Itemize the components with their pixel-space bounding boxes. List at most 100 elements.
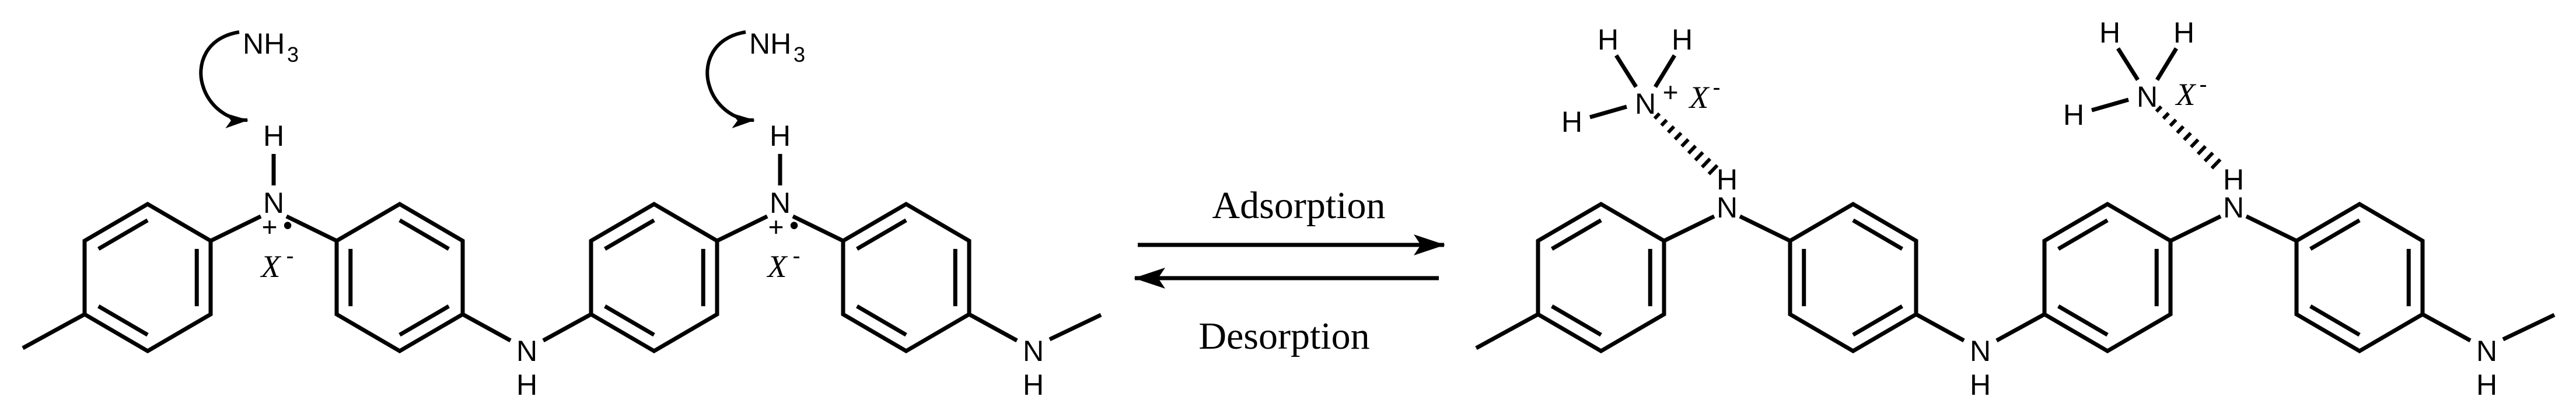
nitrogen-label: N <box>1717 191 1738 224</box>
ring-outline <box>2042 201 2173 354</box>
hash-dash <box>2183 131 2192 142</box>
hash-dash <box>1680 138 1690 148</box>
hydrogen-label: H <box>2223 163 2244 196</box>
bridge-nh-site: NH <box>462 312 592 401</box>
bond-n-to-ring <box>1739 214 1791 243</box>
ring-outline <box>1788 201 1918 354</box>
nitrogen-label: N <box>2137 80 2158 113</box>
bond-n-h <box>2116 47 2140 81</box>
double-bond-inner <box>1852 218 1904 251</box>
bond-n-to-ring <box>2245 214 2298 243</box>
radical-cation-nh-site: HN+•X- <box>209 120 338 284</box>
double-bond-inner <box>2057 218 2109 251</box>
hash-dash <box>1700 157 1712 169</box>
forward-arrow-label: Adsorption <box>1212 184 1386 227</box>
bond-terminal-methyl <box>22 312 86 350</box>
bond-n-to-ring <box>792 214 844 243</box>
ring-outline <box>334 201 465 354</box>
nitrogen-label: N <box>516 335 537 367</box>
bond-n-methyl <box>2502 313 2556 342</box>
nh3-label: NH <box>749 27 791 60</box>
double-bond-inner <box>603 218 655 251</box>
hash-dash <box>2203 152 2214 163</box>
double-bond-inner <box>1852 304 1904 337</box>
benzene-ring <box>82 201 213 354</box>
terminal-nh-site: NH <box>968 312 1102 401</box>
plus-charge-label: + <box>768 212 784 242</box>
counterion-minus-superscript: - <box>1712 75 1720 100</box>
amine-nh-site: HN <box>2169 163 2298 243</box>
counterion-minus-superscript: - <box>792 243 800 269</box>
nitrogen-label: N <box>263 187 284 219</box>
plus-charge-label: + <box>1663 77 1679 107</box>
bond-ring-to-n <box>209 214 262 243</box>
double-bond-inner <box>1550 304 1602 337</box>
amine-nh-site: HN <box>1663 163 1791 243</box>
hash-dash <box>1694 151 1704 162</box>
bond-n-h <box>1614 54 1638 88</box>
benzene-ring <box>1536 201 1666 354</box>
hash-dash <box>1653 112 1661 120</box>
double-bond-inner <box>399 218 450 251</box>
hash-dash <box>2196 145 2207 156</box>
bond-n-h <box>1654 54 1676 88</box>
double-bond-inner <box>603 304 655 337</box>
plus-charge-label: + <box>262 212 278 242</box>
hydrogen-label: H <box>1717 163 1738 196</box>
radical-dot-label: • <box>283 210 292 240</box>
ring-outline <box>82 201 213 354</box>
hydrogen-label: H <box>1561 106 1582 138</box>
hash-dash <box>1673 131 1683 141</box>
bond-n-to-ring <box>285 214 338 243</box>
bridge-nh-site: NH <box>1915 312 2046 401</box>
hydrogen-label: H <box>2099 16 2120 49</box>
benzene-ring <box>2294 201 2425 354</box>
counterion-label: X <box>767 249 788 284</box>
nh3-curved-arrow <box>705 30 755 129</box>
bond-n-to-ring <box>1995 312 2046 343</box>
hash-dash <box>1687 145 1697 155</box>
bond-ring-to-n <box>462 312 512 343</box>
terminal-nh-site: NH <box>2421 312 2556 401</box>
bond-terminal-methyl <box>1475 312 1539 350</box>
hydrogen-bond-hashed <box>1653 112 1719 176</box>
bond-n-to-ring <box>542 312 592 343</box>
nitrogen-label: N <box>770 187 791 219</box>
reverse-arrow-label: Desorption <box>1198 315 1369 357</box>
hydrogen-label: H <box>516 369 537 401</box>
hash-dash <box>2155 105 2163 113</box>
double-bond-inner <box>97 218 149 251</box>
hydrogen-label: H <box>2173 16 2194 49</box>
nitrogen-label: N <box>2476 335 2497 367</box>
bond-ring-to-n <box>716 214 768 243</box>
acidic-h-label: H <box>770 120 791 152</box>
nh3-curved-arrow <box>199 30 249 129</box>
bond-n-h <box>2155 47 2178 81</box>
bond-ring-to-n <box>1663 214 1715 243</box>
double-bond-inner <box>2057 304 2109 337</box>
hash-dash <box>2189 138 2200 149</box>
double-bond-inner <box>97 304 149 337</box>
benzene-ring <box>841 201 971 354</box>
ring-outline <box>2294 201 2425 354</box>
bond-ring-to-n <box>1915 312 1965 343</box>
bond-n-h <box>2091 97 2129 113</box>
double-bond-inner <box>1550 218 1602 251</box>
nh3-subscript: 3 <box>794 43 805 66</box>
ring-outline <box>589 201 719 354</box>
benzene-ring <box>334 201 465 354</box>
radical-dot-label: • <box>789 210 799 240</box>
hydrogen-label: H <box>1598 23 1619 56</box>
nh3-label: NH <box>243 27 285 60</box>
hydrogen-label: H <box>2063 99 2084 131</box>
acidic-h-label: H <box>263 120 284 152</box>
double-bond-inner <box>855 218 907 251</box>
benzene-ring <box>2042 201 2173 354</box>
